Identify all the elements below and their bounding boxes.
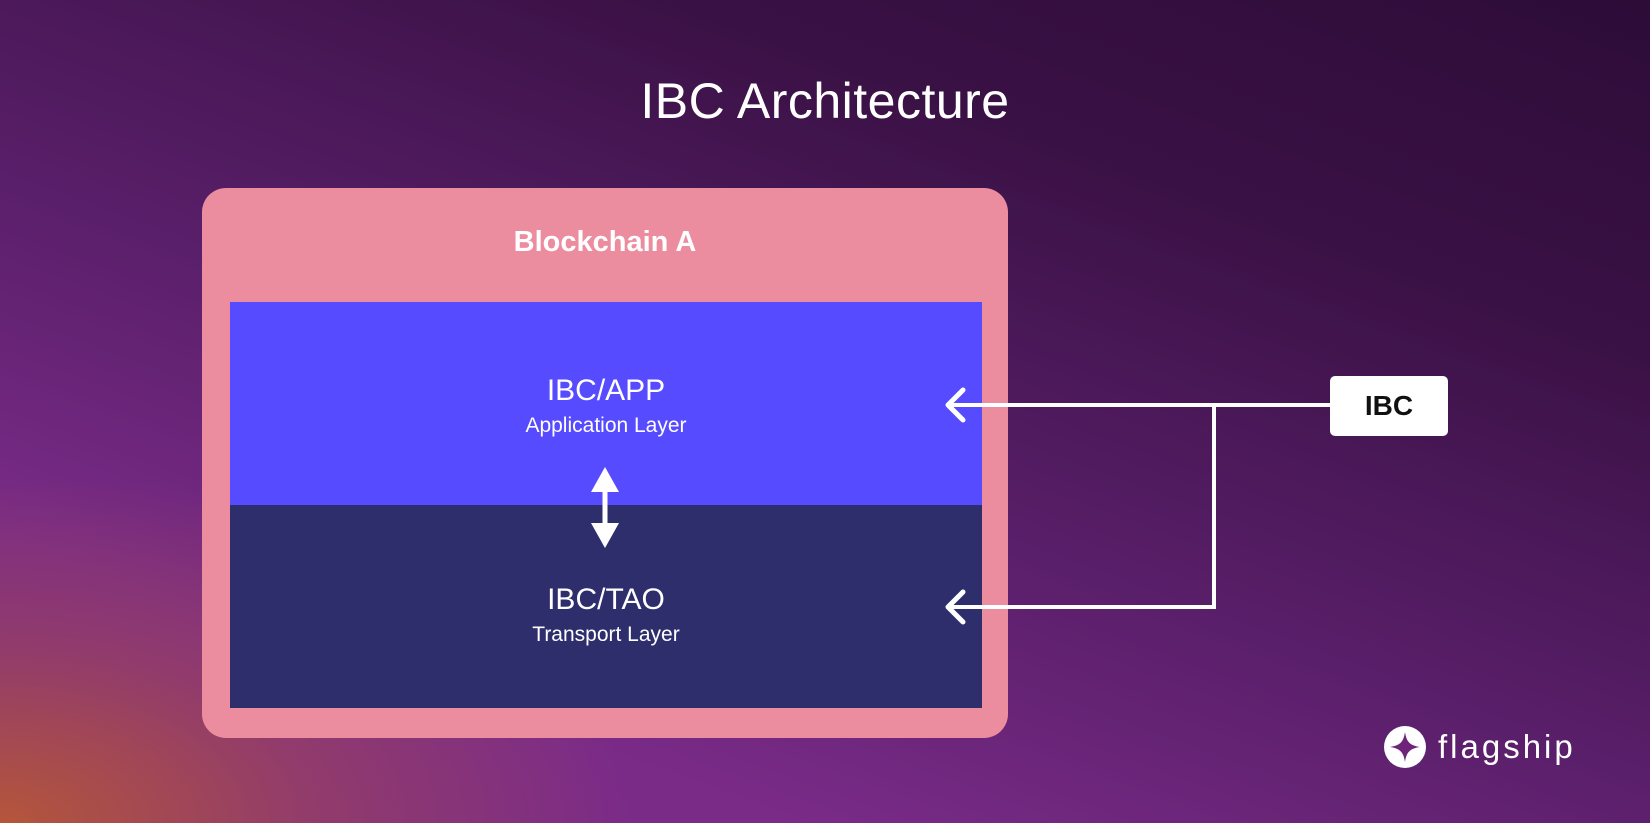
diagram-title: IBC Architecture (640, 73, 1010, 129)
bidirectional-arrow-icon (591, 467, 619, 548)
tao-layer-title: IBC/TAO (547, 583, 665, 616)
app-layer-subtitle: Application Layer (525, 414, 687, 437)
ibc-node-label: IBC (1364, 390, 1414, 421)
brand-name: flagship (1438, 728, 1576, 765)
four-point-star-icon (1384, 726, 1426, 768)
ibc-node: IBC (1330, 376, 1448, 436)
tao-layer-subtitle: Transport Layer (532, 623, 680, 646)
ibc-to-app-arrow (945, 387, 1330, 423)
blockchain-a-label: Blockchain A (513, 226, 697, 258)
app-layer-title: IBC/APP (546, 374, 666, 407)
ibc-to-tao-arrow (945, 589, 1216, 625)
flagship-logo: flagship (1384, 726, 1576, 768)
